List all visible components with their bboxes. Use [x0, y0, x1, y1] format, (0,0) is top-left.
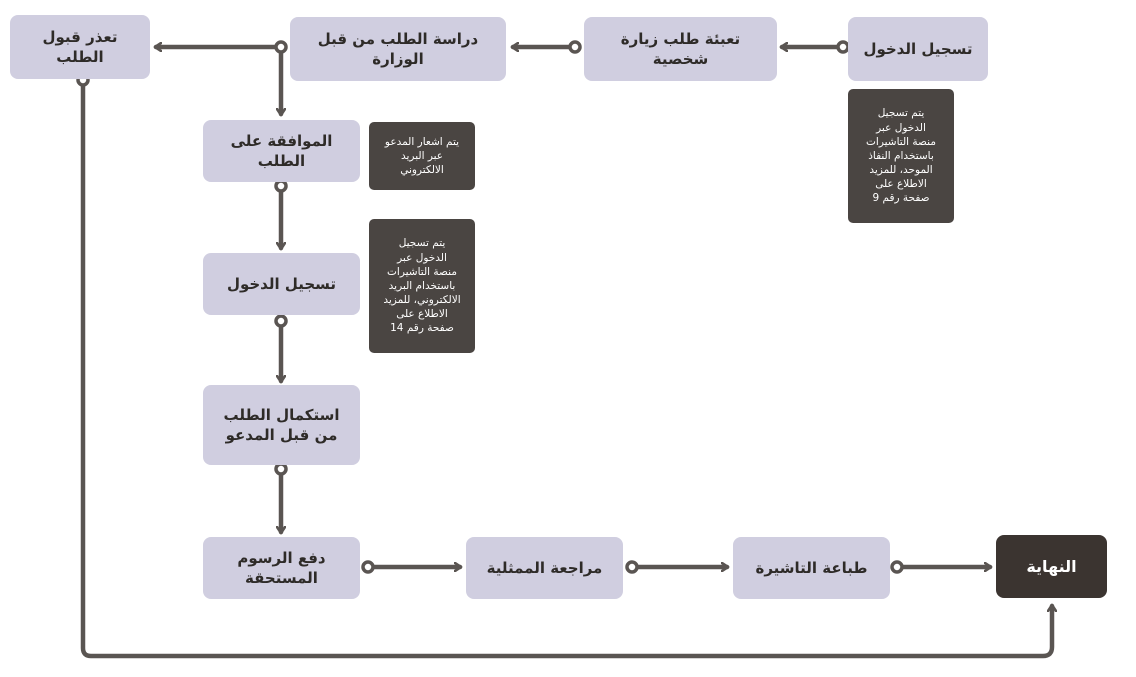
note-login-email: يتم تسجيل الدخول عبر منصة التاشيرات باست…	[369, 219, 475, 353]
note-notify-email: يتم اشعار المدعو عبر البريد الالكتروني	[369, 122, 475, 190]
connector-dot	[625, 560, 639, 574]
node-complete-request: استكمال الطلب من قبل المدعو	[203, 385, 360, 465]
connector-dot	[274, 462, 288, 476]
connector-dot	[836, 40, 850, 54]
node-mission-review: مراجعة الممثلية	[466, 537, 623, 599]
node-fill-request: تعبئة طلب زيارة شخصية	[584, 17, 777, 81]
node-print-visa: طباعة التاشيرة	[733, 537, 890, 599]
node-pay-fees: دفع الرسوم المستحقة	[203, 537, 360, 599]
connector-dot	[274, 314, 288, 328]
node-end: النهاية	[996, 535, 1107, 598]
connector-dot	[361, 560, 375, 574]
connector-rejected-to-end	[80, 77, 1052, 659]
node-approval: الموافقة على الطلب	[203, 120, 360, 182]
node-ministry-review: دراسة الطلب من قبل الوزارة	[290, 17, 506, 81]
connector-dot	[568, 40, 582, 54]
connector-dot	[274, 179, 288, 193]
connector-dot	[274, 40, 288, 54]
note-login-nafath: يتم تسجيل الدخول عبر منصة التاشيرات باست…	[848, 89, 954, 223]
node-login-invitee: تسجيل الدخول	[203, 253, 360, 315]
node-request-rejected: تعذر قبول الطلب	[10, 15, 150, 79]
node-login-top: تسجيل الدخول	[848, 17, 988, 81]
connector-dot	[890, 560, 904, 574]
